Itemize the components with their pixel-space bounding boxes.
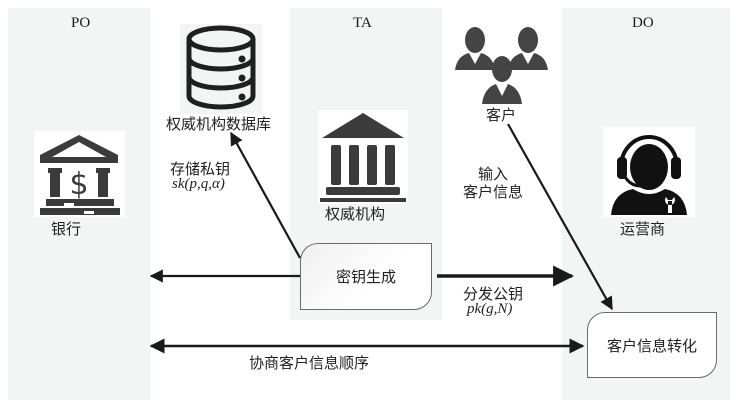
svg-text:$: $: [69, 167, 88, 202]
keygen-process: 密钥生成: [300, 243, 432, 310]
panel-ta-title: TA: [353, 15, 372, 31]
panel-po-title: PO: [71, 15, 91, 31]
arrow-store-private-key: [230, 131, 301, 259]
input-customer-info-label-2: 客户信息: [463, 183, 524, 201]
customers-node: [453, 20, 553, 105]
customer-info-convert-process: 客户信息转化: [587, 312, 717, 378]
store-private-key-formula: sk(p,q,α): [172, 176, 225, 192]
arrow-input-customer-info: [507, 123, 613, 311]
authority-label: 权威机构: [325, 205, 386, 223]
keygen-label: 密钥生成: [335, 268, 396, 286]
panel-do-title: DO: [632, 15, 654, 31]
customers-label: 客户: [486, 106, 517, 124]
operator-node: [603, 127, 695, 217]
bank-node: $: [34, 131, 125, 217]
database-icon: [186, 25, 256, 110]
authority-db-node: [180, 24, 262, 114]
distribute-public-key-formula: pk(g,N): [467, 301, 513, 317]
negotiate-order-label: 协商客户信息顺序: [249, 354, 370, 372]
support-agent-wrench-icon: [611, 135, 687, 215]
distribute-public-key-label: 分发公钥: [463, 285, 524, 303]
user-group-icon: [455, 27, 548, 104]
convert-label: 客户信息转化: [606, 336, 697, 355]
operator-label: 运营商: [620, 220, 666, 238]
bank-label: 银行: [51, 220, 82, 238]
store-private-key-label: 存储私钥: [170, 160, 231, 178]
authority-node: [318, 110, 408, 204]
institution-icon: [320, 113, 406, 202]
bank-dollar-icon: $: [40, 135, 120, 215]
authority-db-label: 权威机构数据库: [166, 115, 272, 133]
input-customer-info-label-1: 输入: [478, 165, 509, 183]
